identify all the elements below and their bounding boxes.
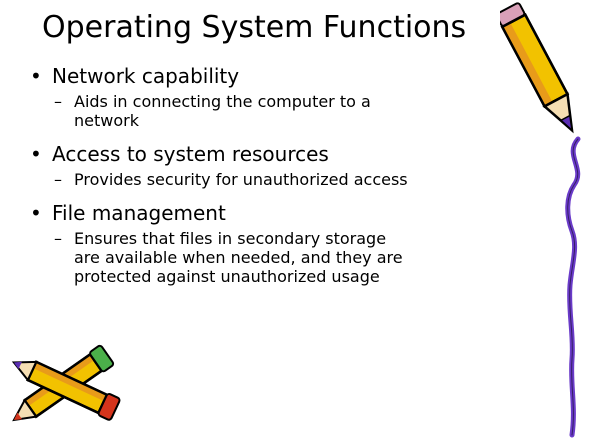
bullet-marker: •	[30, 142, 42, 166]
bullet-marker: •	[30, 64, 42, 88]
sub-bullet-marker: –	[54, 229, 62, 248]
bullet-text: Access to system resources	[52, 142, 329, 166]
slide-title: Operating System Functions	[42, 10, 467, 45]
sub-bullet-item: – Aids in connecting the computer to a n…	[30, 92, 404, 130]
bullet-text: Network capability	[52, 64, 240, 88]
pencil-icon	[500, 2, 574, 134]
bullet-text: File management	[52, 201, 226, 225]
purple-swirl-line	[565, 136, 581, 438]
sub-bullet-marker: –	[54, 170, 62, 189]
sub-bullet-text: Ensures that files in secondary storage …	[74, 229, 403, 286]
bullet-item: • Network capability	[30, 62, 550, 90]
sub-bullet-item: – Ensures that files in secondary storag…	[30, 229, 404, 286]
sub-bullet-item: – Provides security for unauthorized acc…	[30, 170, 574, 189]
bullet-item: • Access to system resources	[30, 140, 550, 168]
sub-bullet-text: Aids in connecting the computer to a net…	[74, 92, 371, 130]
crossed-pencils-icon	[11, 344, 121, 422]
sub-bullet-marker: –	[54, 92, 62, 111]
bullet-item: • File management	[30, 199, 550, 227]
bullet-list: • Network capability – Aids in connectin…	[30, 62, 550, 296]
sub-bullet-text: Provides security for unauthorized acces…	[74, 170, 408, 189]
bullet-marker: •	[30, 201, 42, 225]
